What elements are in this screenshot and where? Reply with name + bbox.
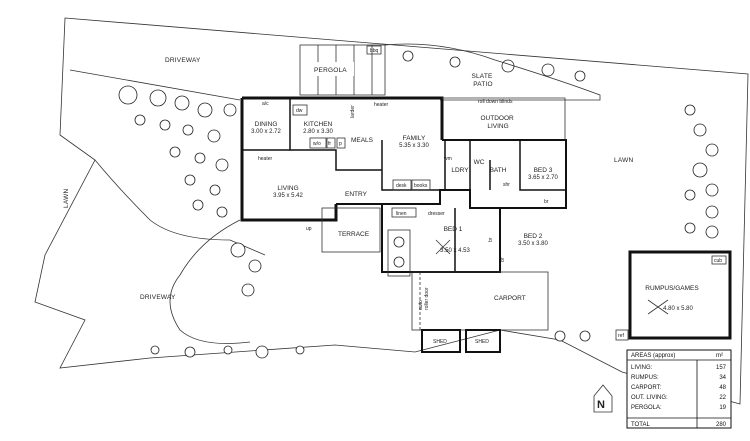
- wc-name: WC: [474, 159, 485, 166]
- wo-label: w/o: [313, 141, 321, 147]
- slate-patio-line-2: PATIO: [473, 81, 493, 88]
- carport-label: CARPORT: [494, 295, 526, 302]
- lawn-edge-left: [94, 159, 266, 256]
- shr-label: shr: [503, 182, 510, 188]
- ac-label: a/c: [262, 101, 269, 107]
- terrace: [321, 207, 411, 277]
- slate-patio-line-1: SLATE: [471, 73, 493, 80]
- dining-name: DINING: [255, 121, 278, 128]
- kitchen-size: 2.80 x 3.30: [303, 129, 333, 135]
- larder-label: larder: [350, 105, 356, 118]
- br-1-label: br: [544, 199, 549, 205]
- driveway-bottom-label: DRIVEWAY: [140, 294, 176, 301]
- rumpus-building: [615, 250, 732, 341]
- areas-unit: m²: [716, 353, 723, 359]
- bath-name: BATH: [490, 167, 507, 174]
- entry-name: ENTRY: [345, 191, 368, 198]
- family-name: FAMILY: [403, 135, 426, 142]
- books-label: books: [414, 183, 428, 189]
- bed2-name: BED 2: [524, 233, 543, 240]
- living-name: LIVING: [277, 185, 298, 192]
- areas-row-value: 22: [719, 395, 726, 401]
- pergola: [299, 44, 386, 96]
- ref-label: ref: [618, 333, 624, 339]
- trees-bottom: [150, 330, 591, 359]
- areas-row-label: RUMPUS:: [631, 375, 659, 381]
- trees-right: [402, 50, 719, 239]
- areas-row-label: LIVING:: [631, 365, 653, 371]
- site-boundary: [34, 17, 749, 405]
- north-arrow-letter: N: [597, 399, 605, 411]
- bbq-label: bbq: [370, 48, 379, 54]
- up-label: up: [306, 226, 312, 232]
- br-3-label: br: [500, 257, 506, 262]
- kitchen-fixtures: [292, 104, 431, 191]
- dresser-label: dresser: [428, 211, 445, 217]
- roll-down-blinds-label: roll down blinds: [478, 99, 513, 105]
- meals-name: MEALS: [351, 137, 374, 144]
- terrace-label: TERRACE: [338, 231, 370, 238]
- carport: [411, 271, 549, 331]
- areas-row-label: OUT. LIVING:: [631, 395, 668, 401]
- areas-total-value: 280: [716, 422, 727, 428]
- areas-row-value: 34: [719, 375, 726, 381]
- bed1-marker: [435, 239, 451, 255]
- shed-1-label: SHED: [433, 339, 447, 345]
- roller-door-line-1: auto: [418, 300, 424, 310]
- slate-patio: [384, 43, 601, 101]
- slate-patio-label: SLATE PATIO: [471, 73, 494, 88]
- house-walls: [240, 96, 567, 273]
- rumpus-name: RUMPUS/GAMES: [645, 285, 699, 292]
- living-size: 3.95 x 5.42: [273, 193, 303, 199]
- areas-row-label: CARPORT:: [631, 385, 662, 391]
- areas-row-value: 157: [716, 365, 727, 371]
- roller-door-label: auto roller door: [418, 287, 430, 310]
- bed3-name: BED 3: [534, 167, 553, 174]
- br-2-label: br: [488, 237, 494, 242]
- lawn-right-label: LAWN: [614, 157, 633, 164]
- cub-label: cub: [714, 258, 722, 264]
- bed2-size: 3.50 x 3.80: [518, 241, 548, 247]
- wm-label: wm: [444, 156, 452, 162]
- rumpus-size: 4.80 x 5.80: [663, 306, 693, 312]
- shed-1: [421, 329, 461, 353]
- pergola-label: PERGOLA: [314, 67, 347, 74]
- areas-row-label: PERGOLA:: [631, 405, 662, 411]
- kitchen-name: KITCHEN: [304, 121, 333, 128]
- family-size: 5.35 x 3.30: [399, 143, 429, 149]
- heater-1-label: heater: [258, 156, 273, 162]
- outdoor-living-label: OUTDOOR LIVING: [480, 115, 515, 130]
- driveway-edge: [69, 69, 241, 101]
- roller-door-line-2: roller door: [424, 287, 430, 310]
- driveway-curve: [169, 219, 251, 344]
- areas-row-value: 19: [719, 405, 726, 411]
- areas-total-label: TOTAL: [631, 422, 650, 428]
- bed1-size: 3.50 x 4.53: [440, 248, 470, 254]
- areas-title: AREAS (approx): [631, 353, 675, 359]
- shed-2-label: SHED: [475, 339, 489, 345]
- desk-label: desk: [396, 183, 407, 189]
- bed1-name: BED 1: [444, 226, 463, 233]
- p-label: p: [339, 141, 342, 147]
- lawn-left-label: LAWN: [63, 189, 70, 208]
- north-arrow: N: [593, 384, 613, 413]
- outdoor-living-line-2: LIVING: [487, 123, 508, 130]
- trees-left: [118, 85, 262, 297]
- linen-label: linen: [396, 211, 407, 217]
- dw-label: dw: [296, 108, 303, 114]
- outdoor-living-line-1: OUTDOOR: [480, 115, 514, 122]
- areas-row-value: 48: [719, 385, 726, 391]
- shed-2: [465, 329, 501, 353]
- dining-size: 3.00 x 2.72: [251, 129, 281, 135]
- bed3-size: 3.65 x 2.70: [528, 175, 558, 181]
- heater-2-label: heater: [374, 102, 389, 108]
- driveway-top-label: DRIVEWAY: [165, 57, 201, 64]
- ldry-name: LDRY: [451, 167, 469, 174]
- fr-label: fr: [328, 141, 331, 147]
